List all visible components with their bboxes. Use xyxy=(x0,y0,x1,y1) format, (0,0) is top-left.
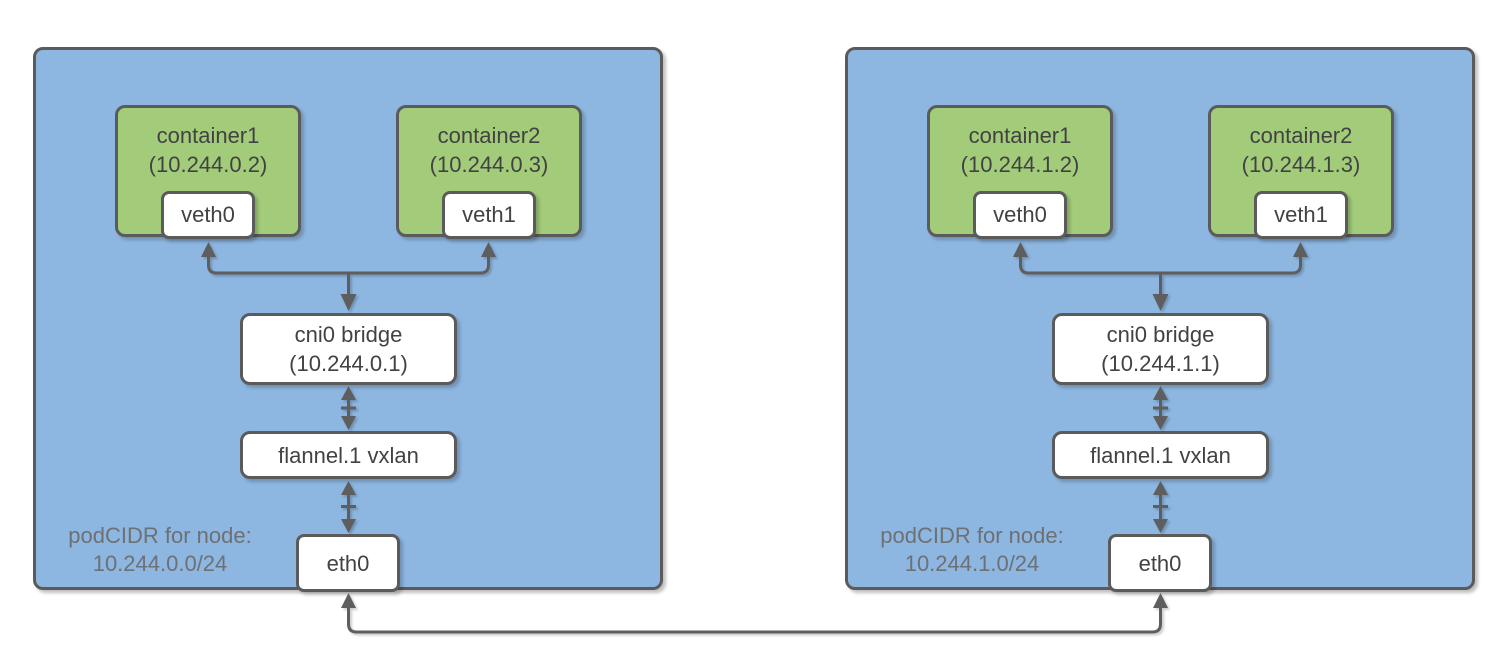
podcidr-value: 10.244.0.0/24 xyxy=(92,551,228,576)
container-label: container1 (10.244.0.2) xyxy=(118,121,298,179)
podcidr-label: podCIDR for node: xyxy=(68,523,252,548)
vxlan-label: flannel.1 vxlan xyxy=(1090,442,1231,468)
podcidr-value: 10.244.1.0/24 xyxy=(904,551,1040,576)
node1-veth1: veth1 xyxy=(442,191,536,239)
container-ip: (10.244.0.3) xyxy=(429,152,549,177)
node2-cni0-bridge: cni0 bridge (10.244.1.1) xyxy=(1052,313,1269,385)
node2-container1: container1 (10.244.1.2) veth0 xyxy=(927,105,1113,239)
node1-eth0: eth0 xyxy=(296,534,400,592)
bridge-ip: (10.244.1.1) xyxy=(1101,351,1220,376)
nic-label: eth0 xyxy=(326,550,370,576)
container-ip: (10.244.0.2) xyxy=(148,152,268,177)
container-label: container1 (10.244.1.2) xyxy=(930,121,1110,179)
node-2: container1 (10.244.1.2) veth0 container2… xyxy=(845,47,1475,592)
node2-container2: container2 (10.244.1.3) veth1 xyxy=(1208,105,1394,239)
node2-veth1: veth1 xyxy=(1254,191,1348,239)
container-name: container1 xyxy=(156,123,260,148)
node1-container1: container1 (10.244.0.2) veth0 xyxy=(115,105,301,239)
node1-podcidr: podCIDR for node: 10.244.0.0/24 xyxy=(51,522,269,578)
node-1: container1 (10.244.0.2) veth0 container2… xyxy=(33,47,663,592)
nic-label: eth0 xyxy=(1138,550,1182,576)
bridge-name: cni0 bridge xyxy=(1106,322,1215,347)
container-ip: (10.244.1.2) xyxy=(960,152,1080,177)
podcidr-label: podCIDR for node: xyxy=(880,523,1064,548)
container-name: container2 xyxy=(1249,123,1353,148)
node2-flannel-vxlan: flannel.1 vxlan xyxy=(1052,431,1269,479)
node1-cni0-bridge: cni0 bridge (10.244.0.1) xyxy=(240,313,457,385)
fork-connector xyxy=(1013,242,1308,311)
node2-podcidr: podCIDR for node: 10.244.1.0/24 xyxy=(863,522,1081,578)
container-label: container2 (10.244.1.3) xyxy=(1211,121,1391,179)
node1-container2: container2 (10.244.0.3) veth1 xyxy=(396,105,582,239)
node1-flannel-vxlan: flannel.1 vxlan xyxy=(240,431,457,479)
bridge-vxlan-arrow xyxy=(341,386,356,430)
vxlan-eth-arrow xyxy=(341,481,356,533)
container-label: container2 (10.244.0.3) xyxy=(399,121,579,179)
fork-connector xyxy=(201,242,496,311)
container-ip: (10.244.1.3) xyxy=(1241,152,1361,177)
container-name: container2 xyxy=(437,123,541,148)
node2-eth0: eth0 xyxy=(1108,534,1212,592)
bridge-vxlan-arrow xyxy=(1153,386,1168,430)
vxlan-eth-arrow xyxy=(1153,481,1168,533)
vxlan-label: flannel.1 vxlan xyxy=(278,442,419,468)
node1-veth0: veth0 xyxy=(161,191,255,239)
node2-veth0: veth0 xyxy=(973,191,1067,239)
container-name: container1 xyxy=(968,123,1072,148)
bridge-name: cni0 bridge xyxy=(294,322,403,347)
bridge-ip: (10.244.0.1) xyxy=(289,351,408,376)
